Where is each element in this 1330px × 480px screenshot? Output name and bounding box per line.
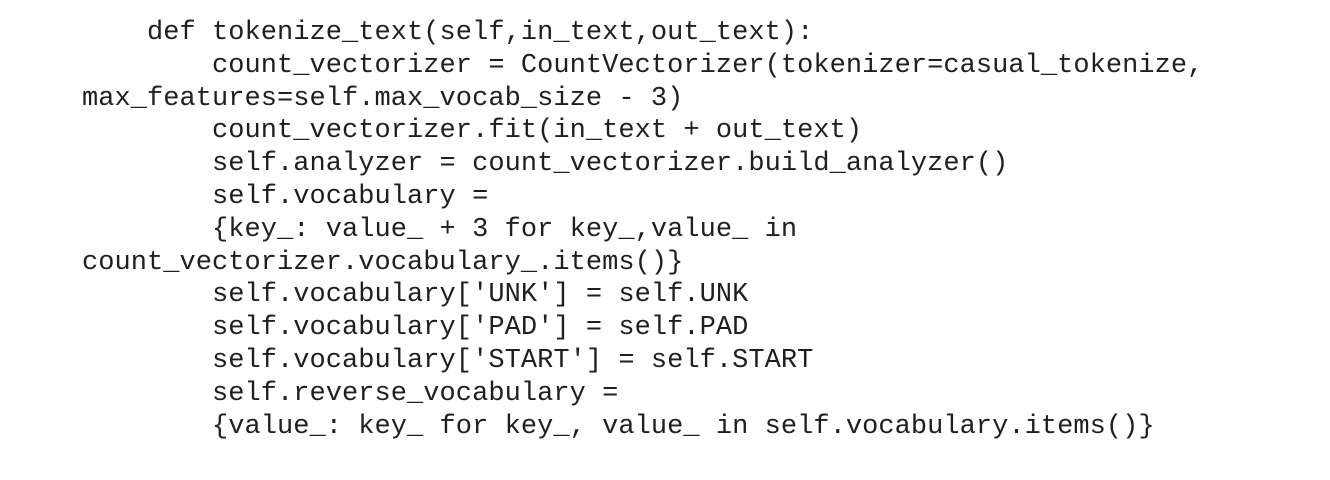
- code-line: self.vocabulary['PAD'] = self.PAD: [82, 313, 749, 344]
- code-line: count_vectorizer.fit(in_text + out_text): [82, 116, 863, 147]
- code-line: self.vocabulary['UNK'] = self.UNK: [82, 280, 749, 311]
- code-line: max_features=self.max_vocab_size - 3): [82, 83, 684, 114]
- code-line: self.vocabulary =: [82, 181, 489, 212]
- code-line: {value_: key_ for key_, value_ in self.v…: [82, 411, 1155, 442]
- code-line: count_vectorizer.vocabulary_.items()}: [82, 247, 684, 278]
- code-block: def tokenize_text(self,in_text,out_text)…: [82, 18, 1204, 442]
- code-line: def tokenize_text(self,in_text,out_text)…: [82, 18, 814, 48]
- code-line: self.analyzer = count_vectorizer.build_a…: [82, 149, 1009, 180]
- code-line: self.vocabulary['START'] = self.START: [82, 345, 814, 376]
- code-line: count_vectorizer = CountVectorizer(token…: [82, 50, 1204, 81]
- code-line: self.reverse_vocabulary =: [82, 378, 619, 409]
- code-line: {key_: value_ + 3 for key_,value_ in: [82, 214, 798, 245]
